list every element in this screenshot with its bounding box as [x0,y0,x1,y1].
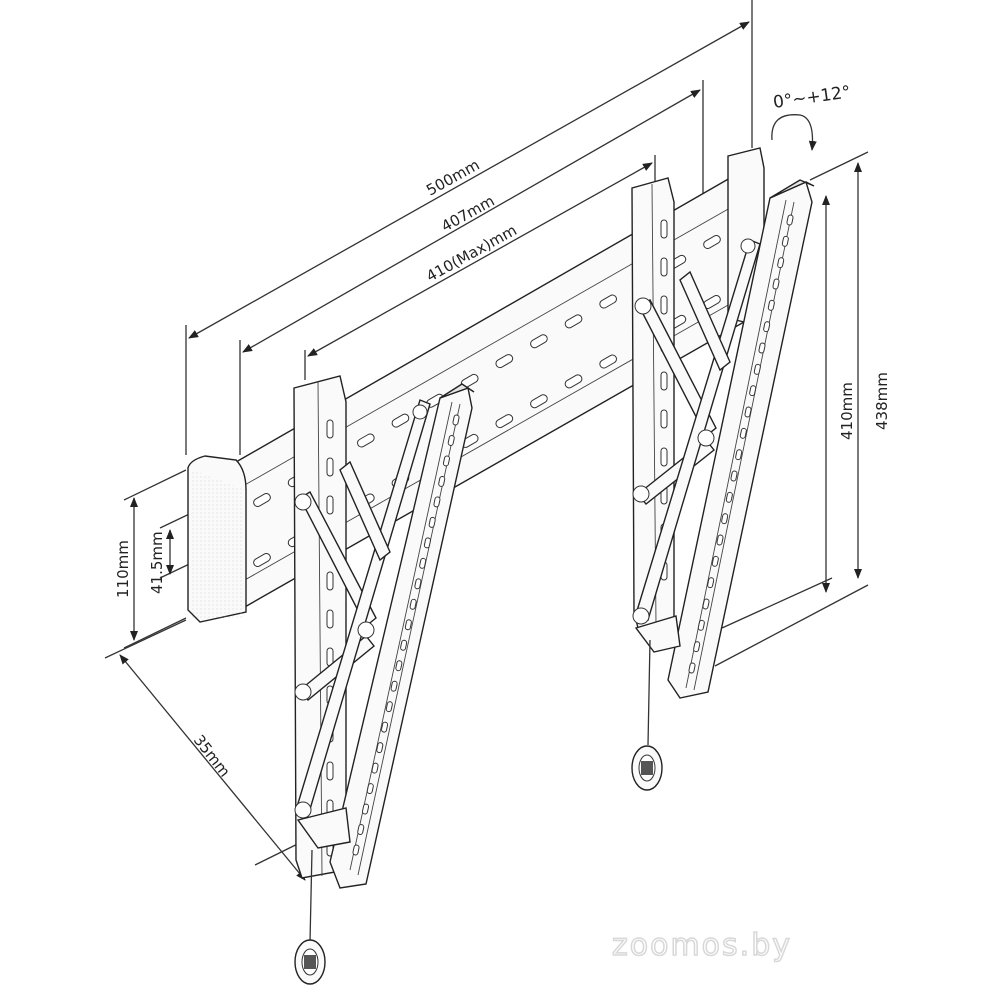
frame-hole [739,427,747,439]
frame-hole [767,299,775,311]
rail-slot [530,334,548,349]
rail-slot [564,314,583,329]
frame-hole [390,680,398,692]
label-41-5mm: 41.5mm [148,531,166,594]
frame-hole [753,363,761,375]
frame-hole [452,414,460,426]
frame-hole [362,803,370,815]
frame-hole [786,214,794,226]
frame-hole [688,662,696,674]
pull-cord-left [294,849,326,985]
label-438mm: 438mm [873,372,891,430]
arm-slot [660,371,668,391]
frame-hole [781,235,789,247]
frame-hole [395,660,403,672]
label-410mm-height: 410mm [838,382,856,440]
watermark: zoomos.by [612,928,792,963]
rail-slot [564,374,583,389]
frame-hole [707,577,715,589]
dimension-lines [104,0,869,881]
frame-hole [400,639,408,651]
frame-hole [414,578,422,590]
frame-hole [777,257,785,269]
arm-slot [326,457,334,477]
frame-hole [409,598,417,610]
frame-hole [711,555,719,567]
frame-hole [423,537,431,549]
arm-slot [660,409,668,429]
label-tilt: 0°~+12° [772,82,852,113]
frame-hole [433,496,441,508]
rail-slot [357,433,375,448]
frame-hole [419,557,427,569]
rail-slot [391,413,410,428]
frame-hole [749,385,757,397]
frame-hole [763,321,771,333]
frame-hole [404,619,412,631]
rail-slot [703,235,721,249]
frame-hole [428,516,436,528]
frame-hole [697,619,705,631]
right-bracket-arm [631,177,815,699]
arm-slot [326,761,334,781]
frame-hole [366,783,374,795]
frame-hole [721,513,729,525]
rail-slot [495,354,514,369]
label-407mm: 407mm [438,192,497,236]
rail-slot [599,354,617,369]
frame-hole [730,470,738,482]
frame-hole [376,742,384,754]
rail-slot [253,493,271,507]
left-bracket-arm [293,375,475,889]
pull-cord-right [631,639,663,791]
arm-slot [326,571,334,591]
frame-hole [693,641,701,653]
frame-hole [758,342,766,354]
arm-slot [326,609,334,629]
frame-hole [716,534,724,546]
arm-slot [660,295,668,315]
rail-slot [495,414,514,429]
label-410-max: 410(Max)mm [423,221,520,286]
frame-hole [371,762,379,774]
frame-hole [385,701,393,713]
frame-hole [352,844,360,856]
frame-hole [357,824,365,835]
rail-slot [530,394,548,409]
arm-slot [660,447,668,467]
frame-hole [725,491,733,503]
rail-slot [599,294,617,309]
rail-slot [253,553,271,567]
label-35mm: 35mm [190,731,234,780]
frame-hole [438,475,446,487]
arm-slot [326,495,334,515]
frame-hole [735,449,743,461]
frame-hole [772,278,780,290]
frame-hole [744,406,752,418]
frame-hole [447,435,455,446]
arm-slot [660,257,668,277]
arm-slot [326,419,334,439]
frame-hole [381,721,389,733]
label-110mm: 110mm [114,540,132,598]
frame-hole [702,598,710,610]
frame-hole [442,455,450,467]
arm-slot [660,219,668,239]
